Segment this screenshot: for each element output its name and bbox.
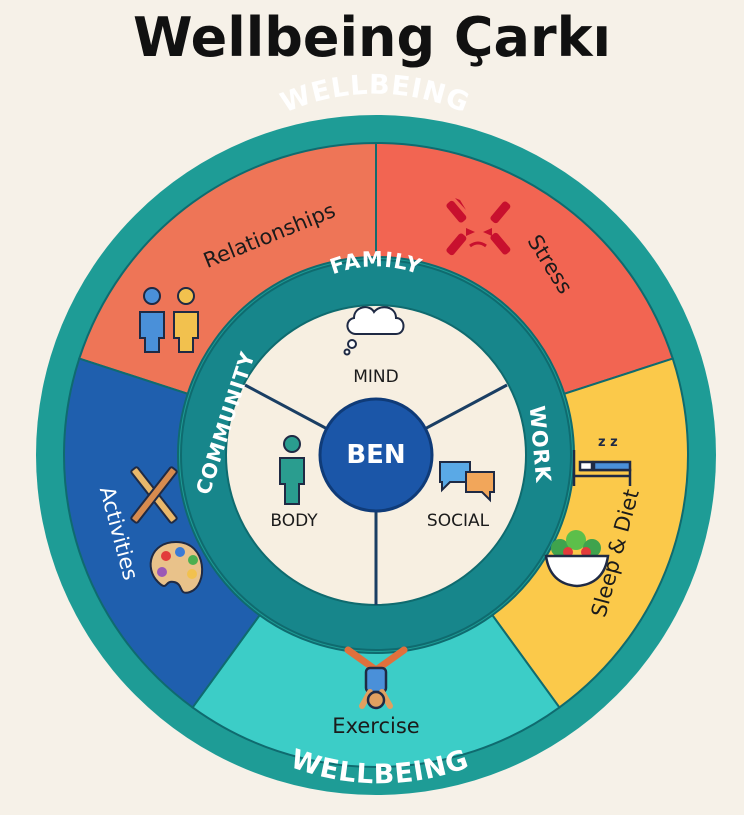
mind-label: MIND — [353, 367, 399, 387]
exercise-label: Exercise — [332, 714, 419, 738]
brush-pencil-icon — [130, 466, 178, 524]
outer-ring-top-label: WELLBEING — [276, 70, 474, 120]
chat-bubbles-icon — [439, 461, 495, 503]
handstand-icon — [344, 646, 408, 710]
svg-text:z z: z z — [598, 435, 618, 450]
social-label: SOCIAL — [427, 511, 490, 531]
thought-cloud-icon — [343, 306, 405, 356]
body-label: BODY — [270, 511, 318, 531]
center-circle — [318, 397, 434, 513]
angry-face-icon — [446, 198, 511, 256]
person-icon — [279, 435, 305, 505]
salad-bowl-icon — [544, 530, 610, 588]
paint-palette-icon — [149, 540, 204, 594]
bed-icon: z z — [572, 435, 632, 486]
two-people-icon — [139, 287, 199, 353]
segment-activities[interactable] — [63, 357, 262, 709]
page-title: Wellbeing Çarkı — [132, 6, 612, 69]
center-label: BEN — [346, 440, 405, 470]
